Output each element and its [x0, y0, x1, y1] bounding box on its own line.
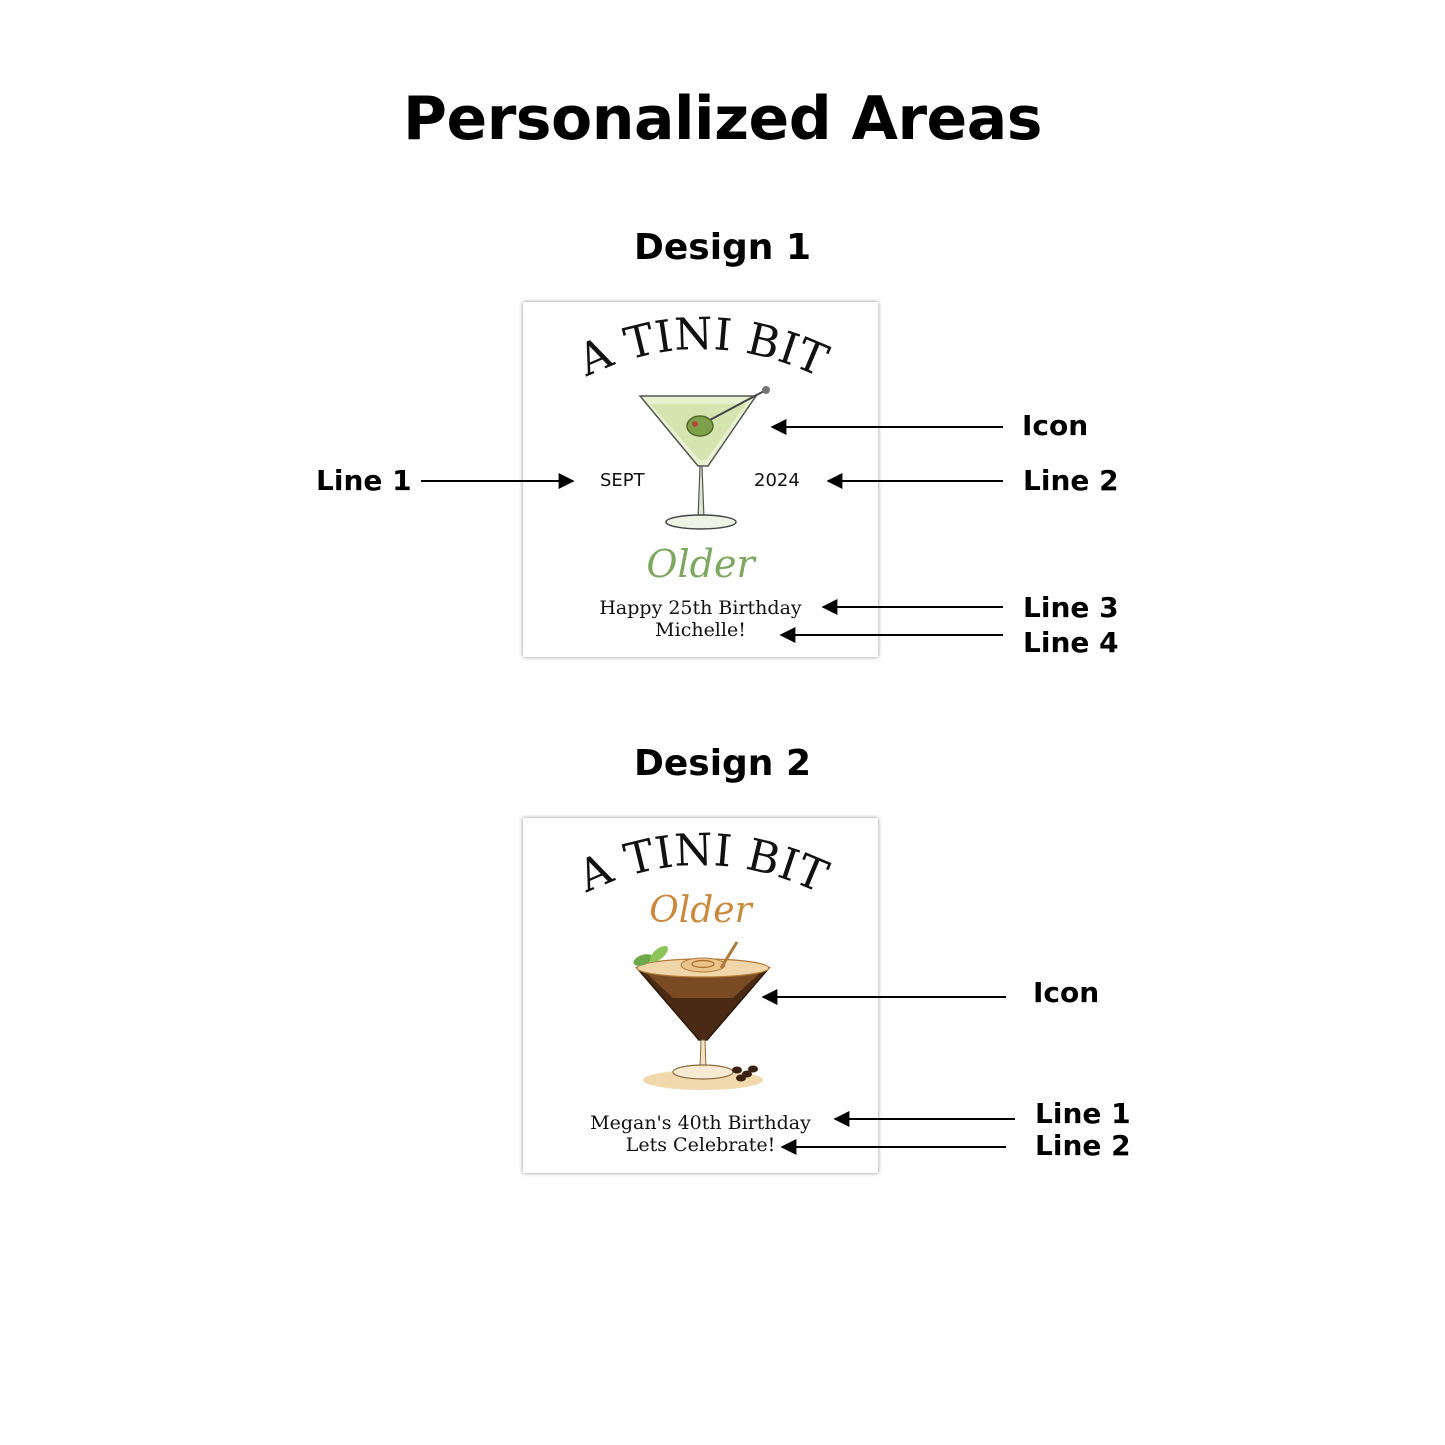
- design-2-card: A TINI BIT Older Megan's 40th Birthday L…: [523, 818, 878, 1173]
- design-1-card: A TINI BIT SEPT 2024 Older Happy 25th Bi…: [523, 302, 878, 657]
- design-1-heading: Design 1: [633, 227, 812, 268]
- design-1-arc-title: A TINI BIT: [570, 309, 835, 388]
- espresso-martini-icon: [633, 941, 771, 1090]
- design-2-heading: Design 2: [633, 743, 812, 784]
- design-1-callout-line4: Line 4: [1023, 626, 1119, 659]
- design-1-script-word: Older: [646, 542, 755, 586]
- page-title: Personalized Areas: [403, 84, 1042, 154]
- design-2-arc-title: A TINI BIT: [570, 825, 835, 904]
- design-2-callout-line2: Line 2: [1035, 1129, 1131, 1162]
- design-2-callout-icon: Icon: [1033, 976, 1100, 1009]
- design-2-callout-line1: Line 1: [1035, 1097, 1131, 1130]
- design-1-callout-line2: Line 2: [1023, 464, 1119, 497]
- design-1-line-a: Happy 25th Birthday: [599, 597, 802, 619]
- design-1-line-b: Michelle!: [655, 619, 746, 641]
- martini-olive-icon: [638, 386, 770, 530]
- design-1-left-text: SEPT: [600, 470, 645, 491]
- design-1-callout-icon: Icon: [1022, 409, 1089, 442]
- design-2-line-a: Megan's 40th Birthday: [590, 1112, 811, 1134]
- design-2-line-b: Lets Celebrate!: [625, 1134, 776, 1156]
- design-1-callout-line1: Line 1: [316, 464, 412, 497]
- design-2-script-word: Older: [649, 890, 752, 931]
- design-1-right-text: 2024: [754, 470, 800, 491]
- design-1-callout-line3: Line 3: [1023, 591, 1119, 624]
